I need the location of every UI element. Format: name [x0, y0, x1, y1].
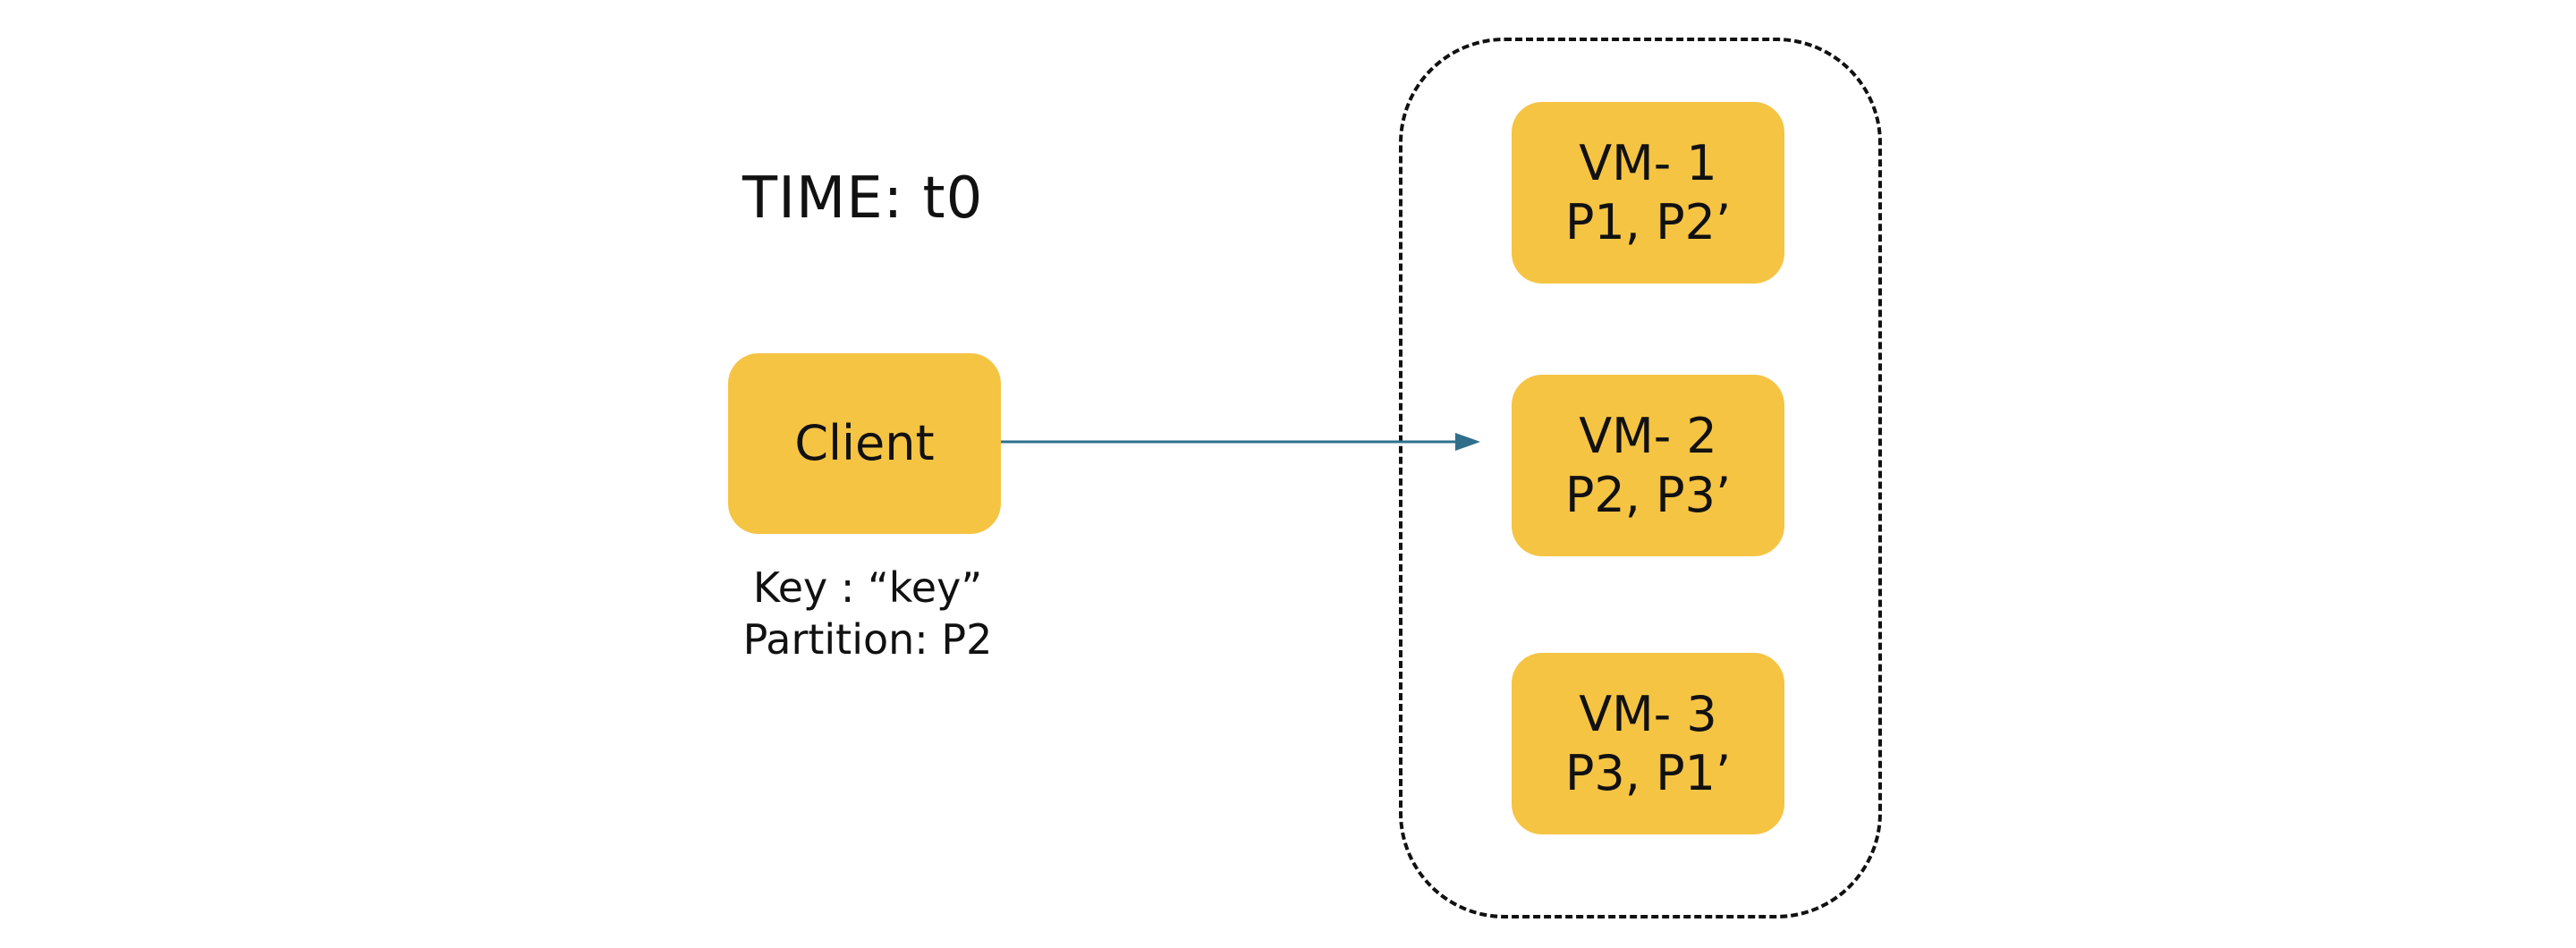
- vm-1-partitions: P1, P2’: [1564, 193, 1732, 250]
- client-node: Client: [728, 353, 1001, 534]
- client-label: Client: [794, 415, 935, 471]
- vm-3-name: VM- 3: [1579, 685, 1717, 742]
- vm-2-node: VM- 2 P2, P3’: [1512, 375, 1784, 556]
- client-request-info: Key : “key” Partition: P2: [680, 562, 1055, 665]
- diagram-title: TIME: t0: [742, 165, 984, 232]
- vm-1-node: VM- 1 P1, P2’: [1512, 102, 1784, 284]
- client-key-text: Key : “key”: [752, 563, 983, 612]
- vm-1-name: VM- 1: [1579, 134, 1717, 191]
- vm-2-name: VM- 2: [1579, 407, 1717, 464]
- vm-cluster-boundary: [1399, 38, 1882, 918]
- vm-3-partitions: P3, P1’: [1564, 744, 1732, 801]
- vm-3-node: VM- 3 P3, P1’: [1512, 653, 1784, 834]
- vm-2-partitions: P2, P3’: [1564, 466, 1732, 523]
- client-partition-text: Partition: P2: [742, 615, 993, 664]
